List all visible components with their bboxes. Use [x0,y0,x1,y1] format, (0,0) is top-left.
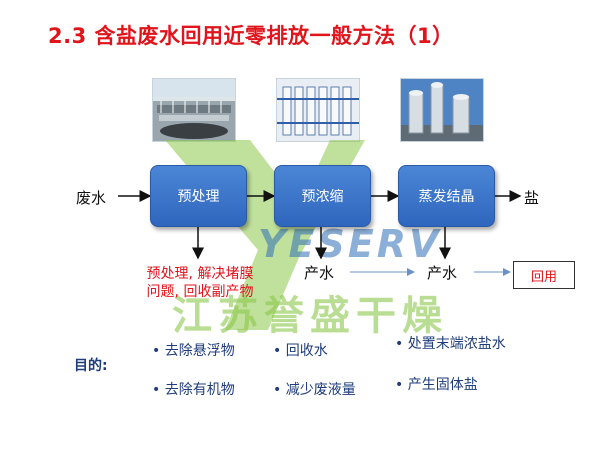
bullet-dispose-brine: • 处置末端浓盐水 [395,336,506,352]
pretreatment-note: 预处理, 解决堵膜问题, 回收副产物 [146,266,254,300]
slide-title: 2.3 含盐废水回用近零排放一般方法（1） [48,24,454,48]
step-pretreatment: 预处理 [150,165,247,227]
membrane-system-photo [276,78,360,142]
step-evaporation-crystallization: 蒸发结晶 [398,165,495,227]
purpose-label: 目的: [74,358,108,374]
evaporation-plant-photo [400,78,484,142]
step-preconcentration-label: 预浓缩 [301,189,344,205]
step-evaporation-label: 蒸发结晶 [418,189,475,205]
bullet-remove-suspended-solids: • 去除悬浮物 [152,343,235,359]
output-label: 盐 [524,189,540,207]
water-product-label-2: 产水 [427,264,458,282]
reuse-box: 回用 [513,261,575,289]
input-label: 废水 [76,189,107,207]
step-preconcentration: 预浓缩 [274,165,371,227]
bullet-remove-organics: • 去除有机物 [152,382,235,398]
bullet-reduce-waste-liquid: • 减少废液量 [273,382,356,398]
bullet-produce-solid-salt: • 产生固体盐 [395,377,478,393]
bullet-recover-water: • 回收水 [273,343,328,359]
step-pretreatment-label: 预处理 [177,189,220,205]
water-product-label-1: 产水 [304,264,335,282]
pretreatment-plant-photo [152,78,236,142]
